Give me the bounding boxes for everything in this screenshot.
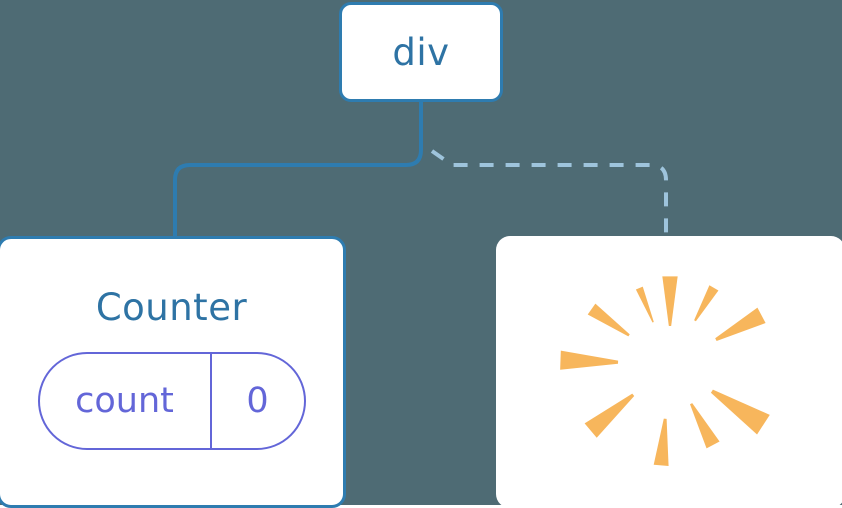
ray-n xyxy=(662,276,678,327)
edge-div-to-sparkle xyxy=(430,149,668,238)
node-counter-label: Counter xyxy=(95,286,248,329)
node-sparkle[interactable] xyxy=(496,236,842,508)
edge-div-to-counter xyxy=(173,99,423,240)
ray-nnw xyxy=(635,286,654,323)
ray-nw xyxy=(587,303,630,337)
node-div-label: div xyxy=(392,30,450,74)
state-pill-count[interactable]: count 0 xyxy=(37,352,306,450)
state-value-label: 0 xyxy=(246,381,269,421)
ray-s xyxy=(653,418,669,466)
sparkle-burst-icon xyxy=(560,276,770,466)
node-counter[interactable]: Counter count 0 xyxy=(0,236,346,508)
ray-ne xyxy=(715,307,766,341)
ray-se xyxy=(710,389,770,435)
ray-nne xyxy=(694,285,719,322)
state-key-label: count xyxy=(40,354,212,448)
ray-w xyxy=(560,350,619,370)
ray-sw xyxy=(584,393,635,438)
ray-sse xyxy=(690,403,720,449)
node-div[interactable]: div xyxy=(339,2,503,102)
